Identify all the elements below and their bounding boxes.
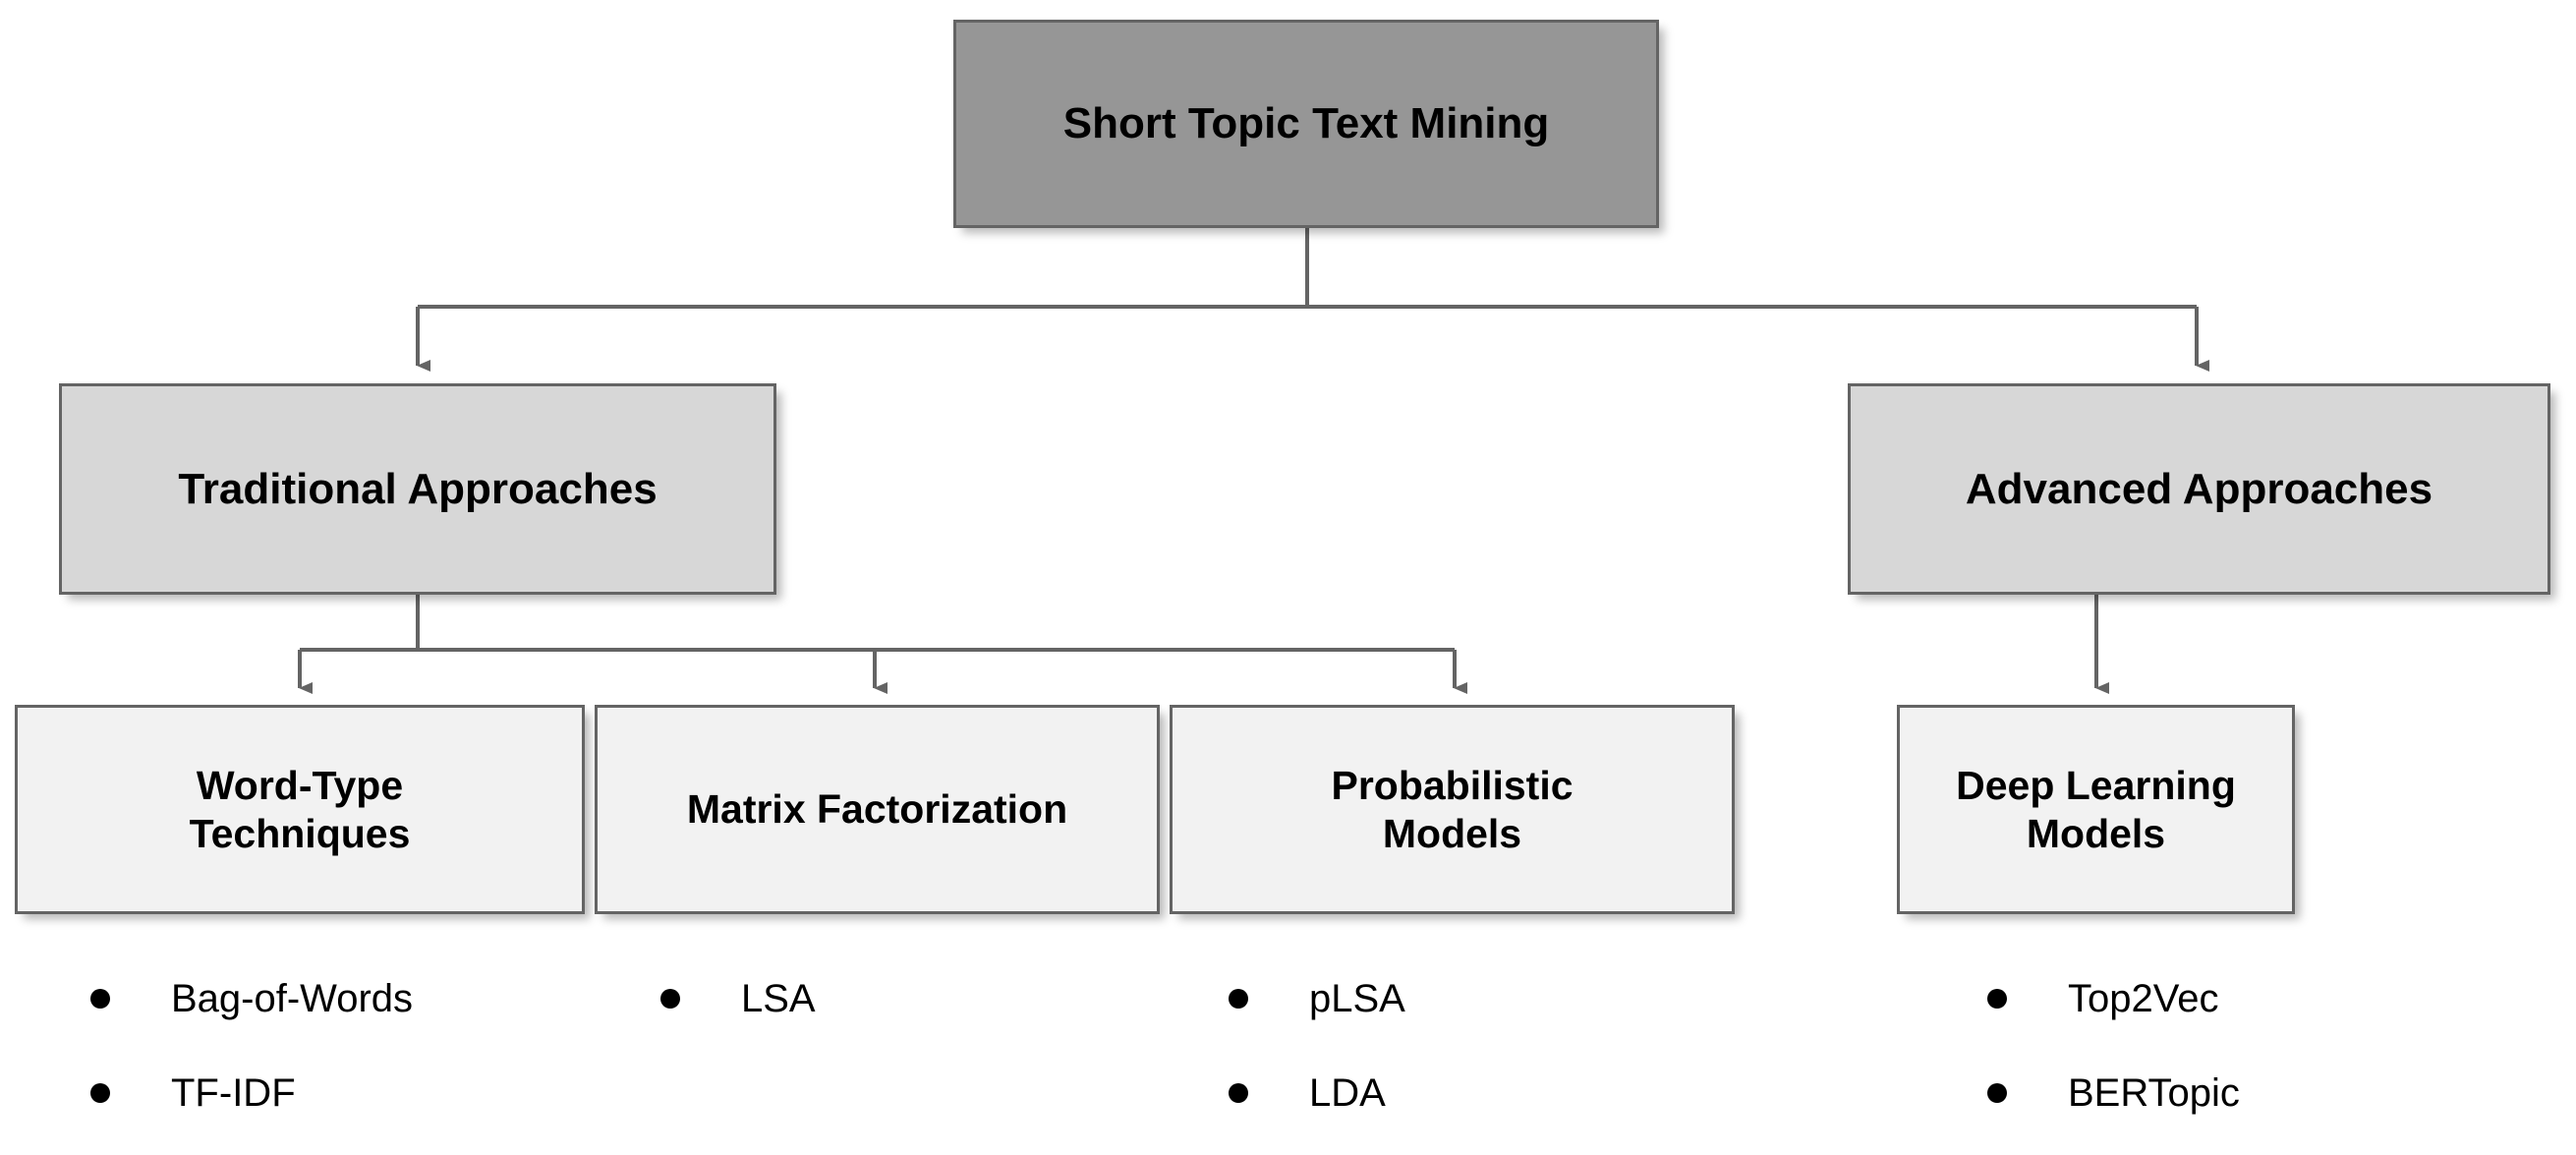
list-item-label: Bag-of-Words [171,976,414,1020]
list-item-label: Top2Vec [2068,976,2219,1020]
node-deep-learning-models[interactable]: Deep Learning Models [1897,705,2295,914]
list-item[interactable]: BERTopic [1987,1063,2240,1124]
list-item-label: LSA [741,976,816,1020]
bullet-list-matrix-factorization: LSA [660,968,816,1029]
bullet-dot-icon [1229,989,1248,1009]
list-item-label: LDA [1309,1070,1386,1115]
node-probabilistic-models[interactable]: Probabilistic Models [1170,705,1735,914]
list-item[interactable]: LSA [660,968,816,1029]
bullet-dot-icon [1229,1083,1248,1103]
node-deep-learning-models-label: Deep Learning Models [1956,763,2236,856]
list-item[interactable]: pLSA [1229,968,1405,1029]
bullet-list-deep-learning-models: Top2Vec BERTopic [1987,968,2240,1124]
list-item[interactable]: LDA [1229,1063,1405,1124]
bullet-list-probabilistic-models: pLSA LDA [1229,968,1405,1124]
node-word-type-techniques[interactable]: Word-Type Techniques [15,705,585,914]
list-item[interactable]: Top2Vec [1987,968,2240,1029]
node-matrix-factorization[interactable]: Matrix Factorization [595,705,1160,914]
node-traditional-approaches-label: Traditional Approaches [178,464,658,513]
bullet-dot-icon [660,989,680,1009]
bullet-dot-icon [1987,1083,2007,1103]
node-traditional-approaches[interactable]: Traditional Approaches [59,383,776,595]
node-advanced-approaches-label: Advanced Approaches [1965,464,2433,513]
bullet-list-word-type-techniques: Bag-of-Words TF-IDF [90,968,413,1124]
bullet-dot-icon [1987,989,2007,1009]
bullet-dot-icon [90,1083,110,1103]
node-probabilistic-models-label: Probabilistic Models [1331,763,1574,856]
list-item-label: BERTopic [2068,1070,2240,1115]
list-item[interactable]: TF-IDF [90,1063,413,1124]
node-root-label: Short Topic Text Mining [1062,99,1550,148]
node-root[interactable]: Short Topic Text Mining [953,20,1659,228]
list-item-label: pLSA [1309,976,1405,1020]
list-item-label: TF-IDF [171,1070,296,1115]
node-advanced-approaches[interactable]: Advanced Approaches [1848,383,2550,595]
node-word-type-techniques-label: Word-Type Techniques [189,763,411,856]
list-item[interactable]: Bag-of-Words [90,968,413,1029]
bullet-dot-icon [90,989,110,1009]
node-matrix-factorization-label: Matrix Factorization [686,786,1068,833]
